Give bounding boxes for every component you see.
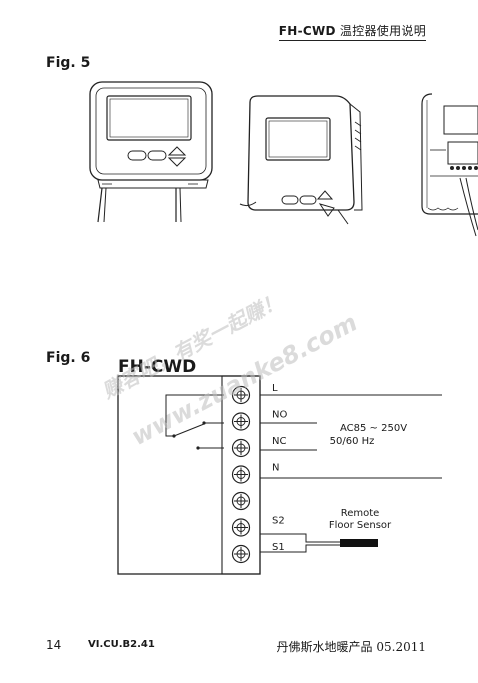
- wiring-diagram-title: FH-CWD: [118, 357, 196, 377]
- terminal-l: L: [231, 383, 278, 405]
- sensor-label-line1: Remote: [341, 508, 380, 519]
- fig6-label: Fig. 6: [46, 350, 91, 366]
- thermostat-angled-illustration: [239, 95, 363, 225]
- terminal-nc: NC: [231, 436, 286, 458]
- document-code: VI.CU.B2.41: [88, 639, 155, 650]
- header-model: FH-CWD: [278, 24, 336, 38]
- terminal-label: N: [272, 463, 279, 474]
- terminal-no: NO: [231, 410, 287, 431]
- terminal-s2: S2: [231, 516, 285, 537]
- floor-sensor-probe: [340, 539, 378, 547]
- relay-contact: [173, 423, 205, 437]
- terminal-label: L: [272, 383, 278, 394]
- page-header: FH-CWD 温控器使用说明: [278, 22, 426, 41]
- thermostat-front-illustration: [89, 81, 213, 223]
- sensor-label-line2: Floor Sensor: [329, 520, 392, 531]
- wire-S2: [260, 533, 340, 543]
- supply-voltage: AC85 ~ 250V: [340, 423, 407, 434]
- footer-brand: 丹佛斯水地暖产品 05.2011: [276, 640, 426, 654]
- terminal-n: N: [231, 463, 279, 484]
- supply-frequency: 50/60 Hz: [330, 436, 375, 447]
- terminal-spare-4: [231, 491, 251, 511]
- header-title: 温控器使用说明: [339, 24, 426, 38]
- fig5-label: Fig. 5: [46, 55, 91, 71]
- relay-common-wire: [165, 394, 224, 437]
- terminal-s1: S1: [231, 542, 285, 564]
- terminal-strip: [221, 375, 261, 575]
- terminal-label: S1: [272, 542, 285, 553]
- page-footer: 14 VI.CU.B2.41 丹佛斯水地暖产品 05.2011: [46, 638, 426, 654]
- terminal-label: NC: [272, 436, 286, 447]
- page-number: 14: [46, 638, 62, 652]
- thermostat-back-illustration: [421, 93, 478, 237]
- wire-S1: [260, 544, 340, 553]
- terminal-label: S2: [272, 516, 285, 527]
- terminal-label: NO: [272, 410, 287, 421]
